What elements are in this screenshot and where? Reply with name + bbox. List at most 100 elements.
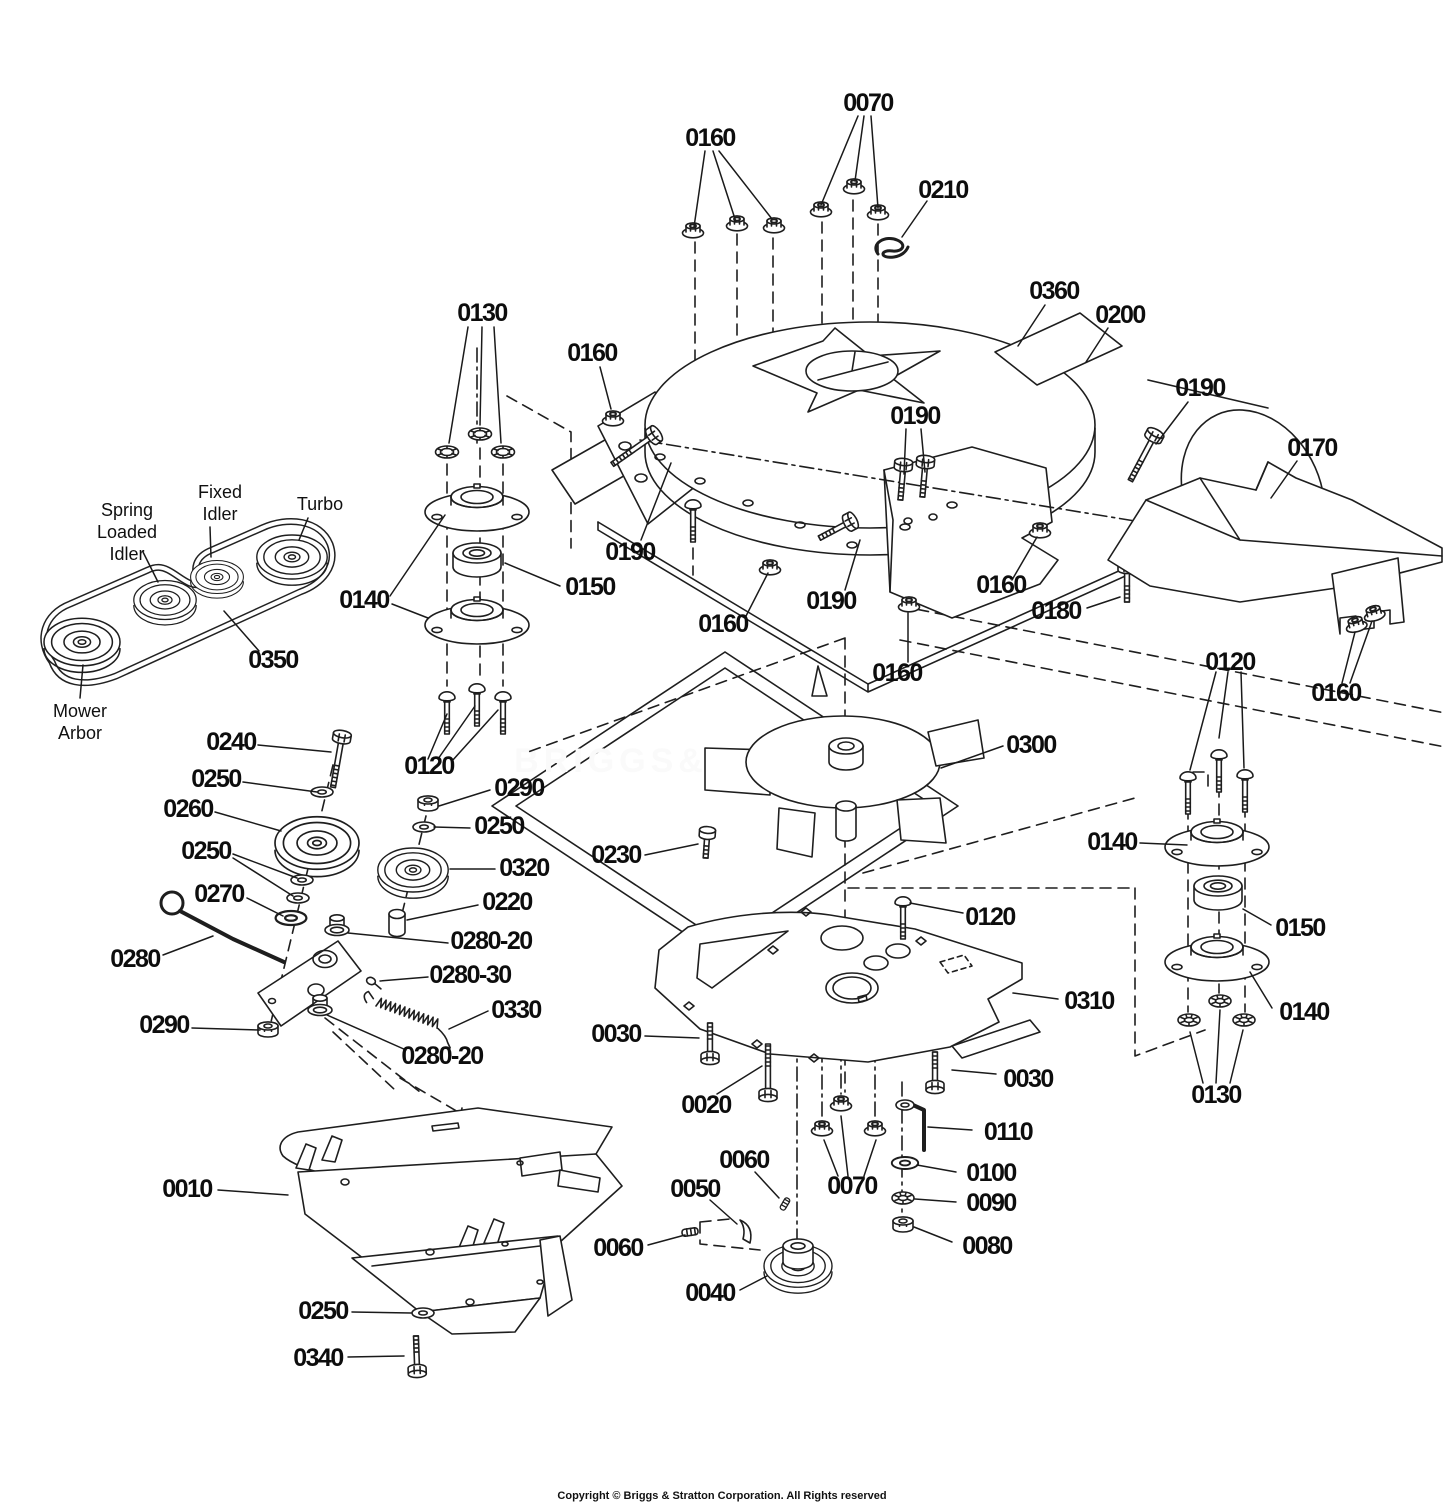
callout-0160-right1: 0160 bbox=[976, 536, 1038, 599]
callout-0220: 0220 bbox=[406, 888, 534, 921]
leader-line bbox=[863, 1139, 877, 1177]
callout-0240: 0240 bbox=[206, 728, 332, 756]
leader-line bbox=[242, 781, 318, 793]
leader-line bbox=[599, 366, 612, 410]
leader-line bbox=[433, 826, 471, 829]
leader-line bbox=[1218, 671, 1229, 739]
leader-line bbox=[479, 326, 483, 426]
part-number-label: 0320 bbox=[499, 854, 549, 882]
fixed-idler-pulley bbox=[190, 559, 244, 599]
callout-0300: 0300 bbox=[940, 731, 1058, 769]
leader-line bbox=[823, 1139, 839, 1177]
callout-0140-mid: 0140 bbox=[339, 514, 446, 619]
callout-0310: 0310 bbox=[1012, 987, 1116, 1015]
part-number-label: 0250 bbox=[191, 765, 241, 793]
part-fan-0300 bbox=[704, 665, 985, 858]
callout-0280-30: 0280-30 bbox=[379, 961, 513, 989]
leader-line bbox=[916, 1164, 957, 1173]
leader-line bbox=[504, 562, 561, 587]
leader-line bbox=[1012, 992, 1059, 1000]
leader-line bbox=[1086, 596, 1121, 609]
part-number-label: 0080 bbox=[962, 1232, 1012, 1260]
part-number-label: 0070 bbox=[843, 89, 893, 117]
part-number-label: 0160 bbox=[685, 124, 735, 152]
callout-0130-right: 0130 bbox=[1189, 1009, 1244, 1109]
housing-decal bbox=[994, 312, 1123, 386]
leader-line bbox=[326, 1014, 407, 1051]
callout-0090: 0090 bbox=[914, 1189, 1018, 1217]
part-bracket-0010 bbox=[279, 1107, 623, 1379]
part-number-label: 0160 bbox=[567, 339, 617, 367]
part-number-label: 0020 bbox=[681, 1091, 731, 1119]
leader-line bbox=[493, 326, 502, 444]
leader-line bbox=[840, 1115, 849, 1177]
part-number-label: 0010 bbox=[162, 1175, 212, 1203]
arbor-pulley-0040 bbox=[763, 1238, 833, 1294]
leader-line bbox=[1270, 460, 1298, 499]
leader-line bbox=[940, 745, 1004, 769]
callout-0160-base2: 0160 bbox=[872, 612, 924, 687]
leader-line bbox=[451, 709, 499, 762]
leader-line bbox=[709, 1199, 738, 1225]
right-bearing-stack bbox=[1164, 748, 1270, 1027]
leader-line bbox=[951, 1069, 997, 1075]
callout-0010: 0010 bbox=[162, 1175, 289, 1203]
part-number-label: 0200 bbox=[1095, 301, 1145, 329]
callout-0280-20a: 0280-20 bbox=[347, 927, 534, 955]
part-number-label: 0280-30 bbox=[429, 961, 511, 989]
leader-line bbox=[854, 115, 865, 182]
spring-0330 bbox=[363, 990, 451, 1049]
callout-0160-top: 0160 bbox=[685, 124, 773, 228]
callout-0270: 0270 bbox=[194, 880, 284, 917]
callout-0190-top-right: 0190 bbox=[1155, 374, 1227, 445]
part-number-label: 0130 bbox=[1191, 1081, 1241, 1109]
part-number-label: 0230 bbox=[591, 841, 641, 869]
leader-line bbox=[1189, 1031, 1204, 1084]
leader-line bbox=[716, 1065, 763, 1095]
leader-line bbox=[1215, 1009, 1221, 1084]
leader-line bbox=[844, 539, 861, 591]
briggs-stratton-watermark: BRIGGS&STRATTON bbox=[491, 651, 959, 961]
part-number-label: 0060 bbox=[719, 1146, 769, 1174]
part-number-label: 0160 bbox=[872, 659, 922, 687]
diagram-note-label: Turbo bbox=[297, 494, 343, 514]
callout-0100: 0100 bbox=[916, 1159, 1018, 1187]
callout-0080: 0080 bbox=[913, 1226, 1014, 1260]
callout-0250-bottom: 0250 bbox=[298, 1297, 412, 1325]
callout-0170: 0170 bbox=[1270, 434, 1339, 499]
part-number-label: 0120 bbox=[404, 752, 454, 780]
leader-line bbox=[909, 902, 964, 914]
leader-line bbox=[640, 462, 672, 541]
part-number-label: 0180 bbox=[1031, 597, 1081, 625]
part-number-label: 0090 bbox=[966, 1189, 1016, 1217]
callout-0060-left: 0060 bbox=[593, 1234, 686, 1262]
leader-line bbox=[920, 428, 926, 473]
clip-0050 bbox=[739, 1219, 752, 1244]
callout-0050: 0050 bbox=[670, 1175, 738, 1225]
leader-line bbox=[246, 897, 284, 917]
callout-0150-mid: 0150 bbox=[504, 562, 617, 601]
callout-0030-right: 0030 bbox=[951, 1065, 1055, 1093]
leader-line bbox=[298, 517, 309, 541]
part-number-label: 0270 bbox=[194, 880, 244, 908]
part-number-label: 0190 bbox=[806, 587, 856, 615]
leader-line bbox=[1229, 1029, 1244, 1084]
callout-0160-deflector: 0160 bbox=[1311, 620, 1373, 707]
leader-line bbox=[389, 514, 446, 597]
leader-line bbox=[901, 200, 928, 238]
leader-line bbox=[391, 603, 429, 619]
plate-slot bbox=[696, 930, 789, 989]
part-number-label: 0210 bbox=[918, 176, 968, 204]
leader-line bbox=[913, 1226, 953, 1243]
part-number-label: 0250 bbox=[298, 1297, 348, 1325]
part-number-label: 0140 bbox=[1087, 828, 1137, 856]
callout-0250-c: 0250 bbox=[433, 812, 526, 840]
callout-0290-a: 0290 bbox=[139, 1011, 261, 1039]
leader-line bbox=[214, 811, 282, 832]
callout-0280-20b: 0280-20 bbox=[326, 1014, 485, 1070]
part-number-label: 0160 bbox=[1311, 679, 1361, 707]
